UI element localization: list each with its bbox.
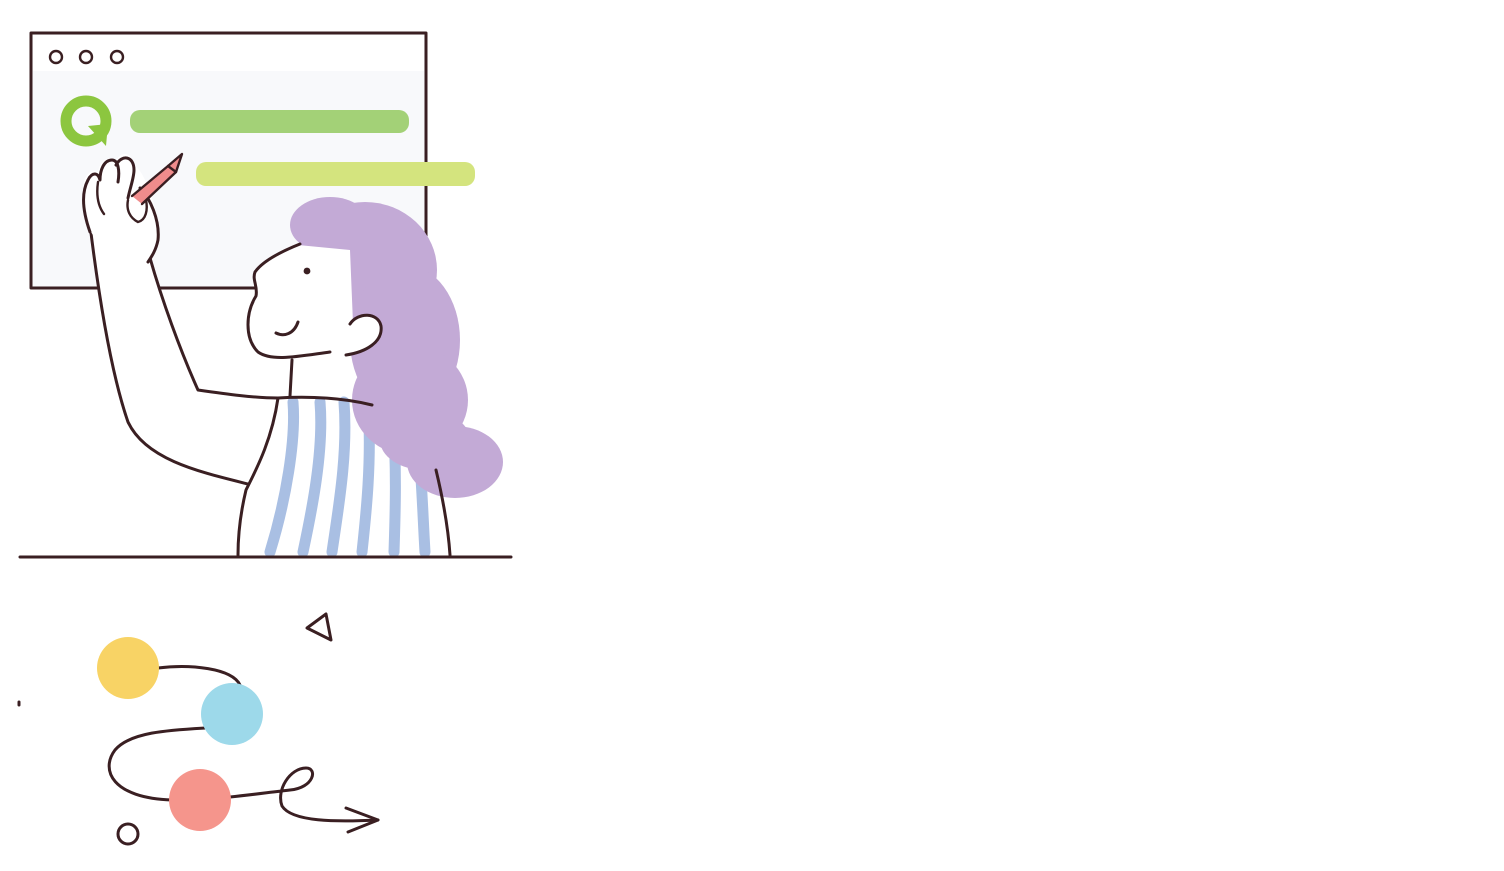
shirt-outline-left (236, 396, 280, 557)
blue-dot (201, 683, 263, 745)
arm-outline-outer (88, 223, 250, 486)
title-placeholder-bar (130, 110, 409, 133)
eye (303, 267, 311, 275)
browser-window-header (33, 35, 424, 71)
raised-arm (88, 215, 276, 484)
salmon-dot (169, 769, 231, 831)
triangle-icon (305, 612, 333, 642)
browser-window-frame (29, 31, 428, 290)
shirt-outline-right (434, 468, 452, 557)
person-figure (82, 152, 503, 558)
subtitle-placeholder-bar (196, 162, 475, 186)
arm-outline-inner (148, 256, 280, 400)
arrowhead-icon (344, 806, 380, 834)
window-dot-icon (78, 49, 94, 65)
winding-path-icon (17, 612, 380, 846)
hand (82, 154, 158, 262)
face-outline (246, 242, 332, 359)
smile (274, 320, 300, 337)
shirt-neckline (276, 395, 374, 407)
pencil-icon (130, 152, 184, 206)
ear-outline (344, 313, 383, 357)
small-ring-icon (116, 822, 140, 846)
q-logo-icon (60, 95, 112, 147)
window-dot-icon (109, 49, 125, 65)
neck (288, 358, 294, 398)
finger-outline (96, 180, 148, 224)
window-dot-icon (48, 49, 64, 65)
path-line (107, 665, 380, 823)
yellow-dot (97, 637, 159, 699)
face (248, 245, 354, 358)
